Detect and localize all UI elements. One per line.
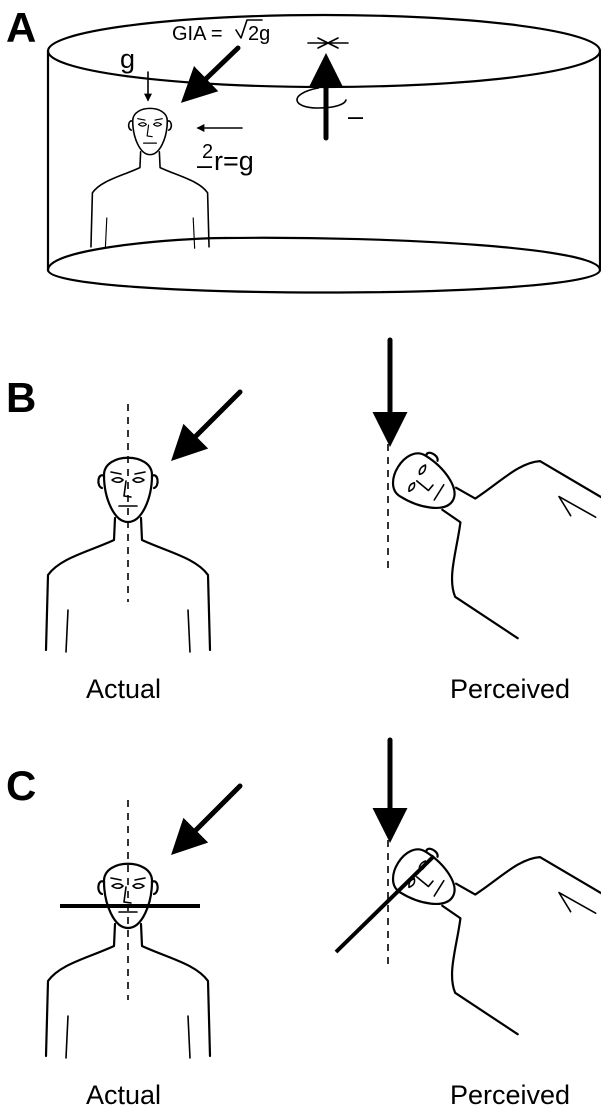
seated-subject bbox=[91, 108, 209, 248]
gia-value: 2g bbox=[248, 23, 270, 45]
actual-label-b: Actual bbox=[86, 674, 161, 704]
perceived-label-b: Perceived bbox=[450, 674, 570, 704]
gia-arrow-b bbox=[176, 392, 240, 456]
panel-a-letter: A bbox=[6, 4, 36, 51]
panel-c-letter: C bbox=[6, 762, 36, 809]
panel-c: C Actual Perceived bbox=[6, 740, 601, 1110]
panel-b-letter: B bbox=[6, 374, 36, 421]
rotation-symbol: – bbox=[348, 101, 363, 131]
gia-label: GIA = bbox=[172, 23, 223, 45]
perceived-label-c: Perceived bbox=[450, 1080, 570, 1110]
panel-b: B Actual Perceived bbox=[6, 340, 601, 704]
panel-a: A g GIA = 2g r=g 2 – – bbox=[6, 4, 600, 293]
centripetal-label: r=g bbox=[214, 146, 254, 176]
omega-symbol: – bbox=[197, 150, 212, 180]
gravity-label: g bbox=[120, 44, 135, 74]
horizon-bar-perceived bbox=[336, 856, 434, 952]
actual-label-c: Actual bbox=[86, 1080, 161, 1110]
gia-arrow bbox=[186, 48, 238, 98]
gia-arrow-c bbox=[176, 786, 240, 850]
